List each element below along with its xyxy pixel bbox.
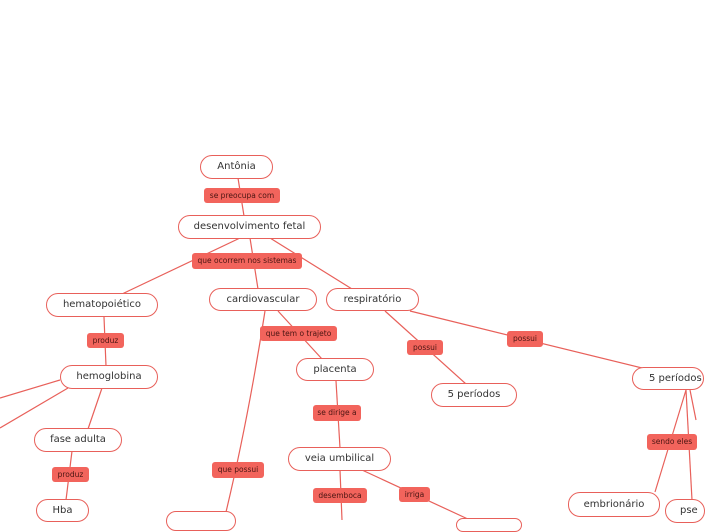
node-antonia[interactable]: Antônia (200, 155, 273, 179)
node-respiratorio[interactable]: respiratório (326, 288, 419, 311)
tag-desemboca: desemboca (313, 488, 367, 503)
node-pse[interactable]: pse (665, 499, 705, 523)
concept-map: Antônia desenvolvimento fetal hematopoié… (0, 155, 705, 532)
edge (0, 387, 69, 429)
tag-se-preocupa-com: se preocupa com (204, 188, 280, 203)
tag-sendo-eles: sendo eles (647, 434, 697, 450)
tag-se-dirige-a: se dirige a (313, 405, 361, 421)
node-veia-umbilical[interactable]: veia umbilical (288, 447, 391, 471)
node-hba[interactable]: Hba (36, 499, 89, 522)
node-cardiovascular[interactable]: cardiovascular (209, 288, 317, 311)
node-fase-adulta[interactable]: fase adulta (34, 428, 122, 452)
node-cinco-periodos-right[interactable]: 5 períodos (632, 367, 704, 390)
node-cinco-periodos-respiratorio[interactable]: 5 períodos (431, 383, 517, 407)
tag-irriga: irriga (399, 487, 430, 502)
node-placenta[interactable]: placenta (296, 358, 374, 381)
node-cut-bottom-left[interactable] (166, 511, 236, 531)
tag-produz-hba: produz (52, 467, 89, 482)
edge (121, 237, 241, 295)
tag-possui-right: possui (507, 331, 543, 347)
tag-produz-hemoglobina: produz (87, 333, 124, 348)
edge (689, 389, 697, 421)
edge (0, 379, 61, 399)
node-cut-bottom-right[interactable] (456, 518, 522, 532)
node-desenvolvimento-fetal[interactable]: desenvolvimento fetal (178, 215, 321, 239)
node-embrionario[interactable]: embrionário (568, 492, 660, 517)
tag-que-possui: que possui (212, 462, 264, 478)
tag-que-tem-o-trajeto: que tem o trajeto (260, 326, 337, 341)
tag-possui-respiratorio: possui (407, 340, 443, 355)
node-hemoglobina[interactable]: hemoglobina (60, 365, 158, 389)
tag-que-ocorrem-nos-sistemas: que ocorrem nos sistemas (192, 253, 302, 269)
edge (269, 237, 353, 290)
edge (87, 387, 103, 430)
node-hematopoietico[interactable]: hematopoiético (46, 293, 158, 317)
edge (225, 310, 266, 513)
